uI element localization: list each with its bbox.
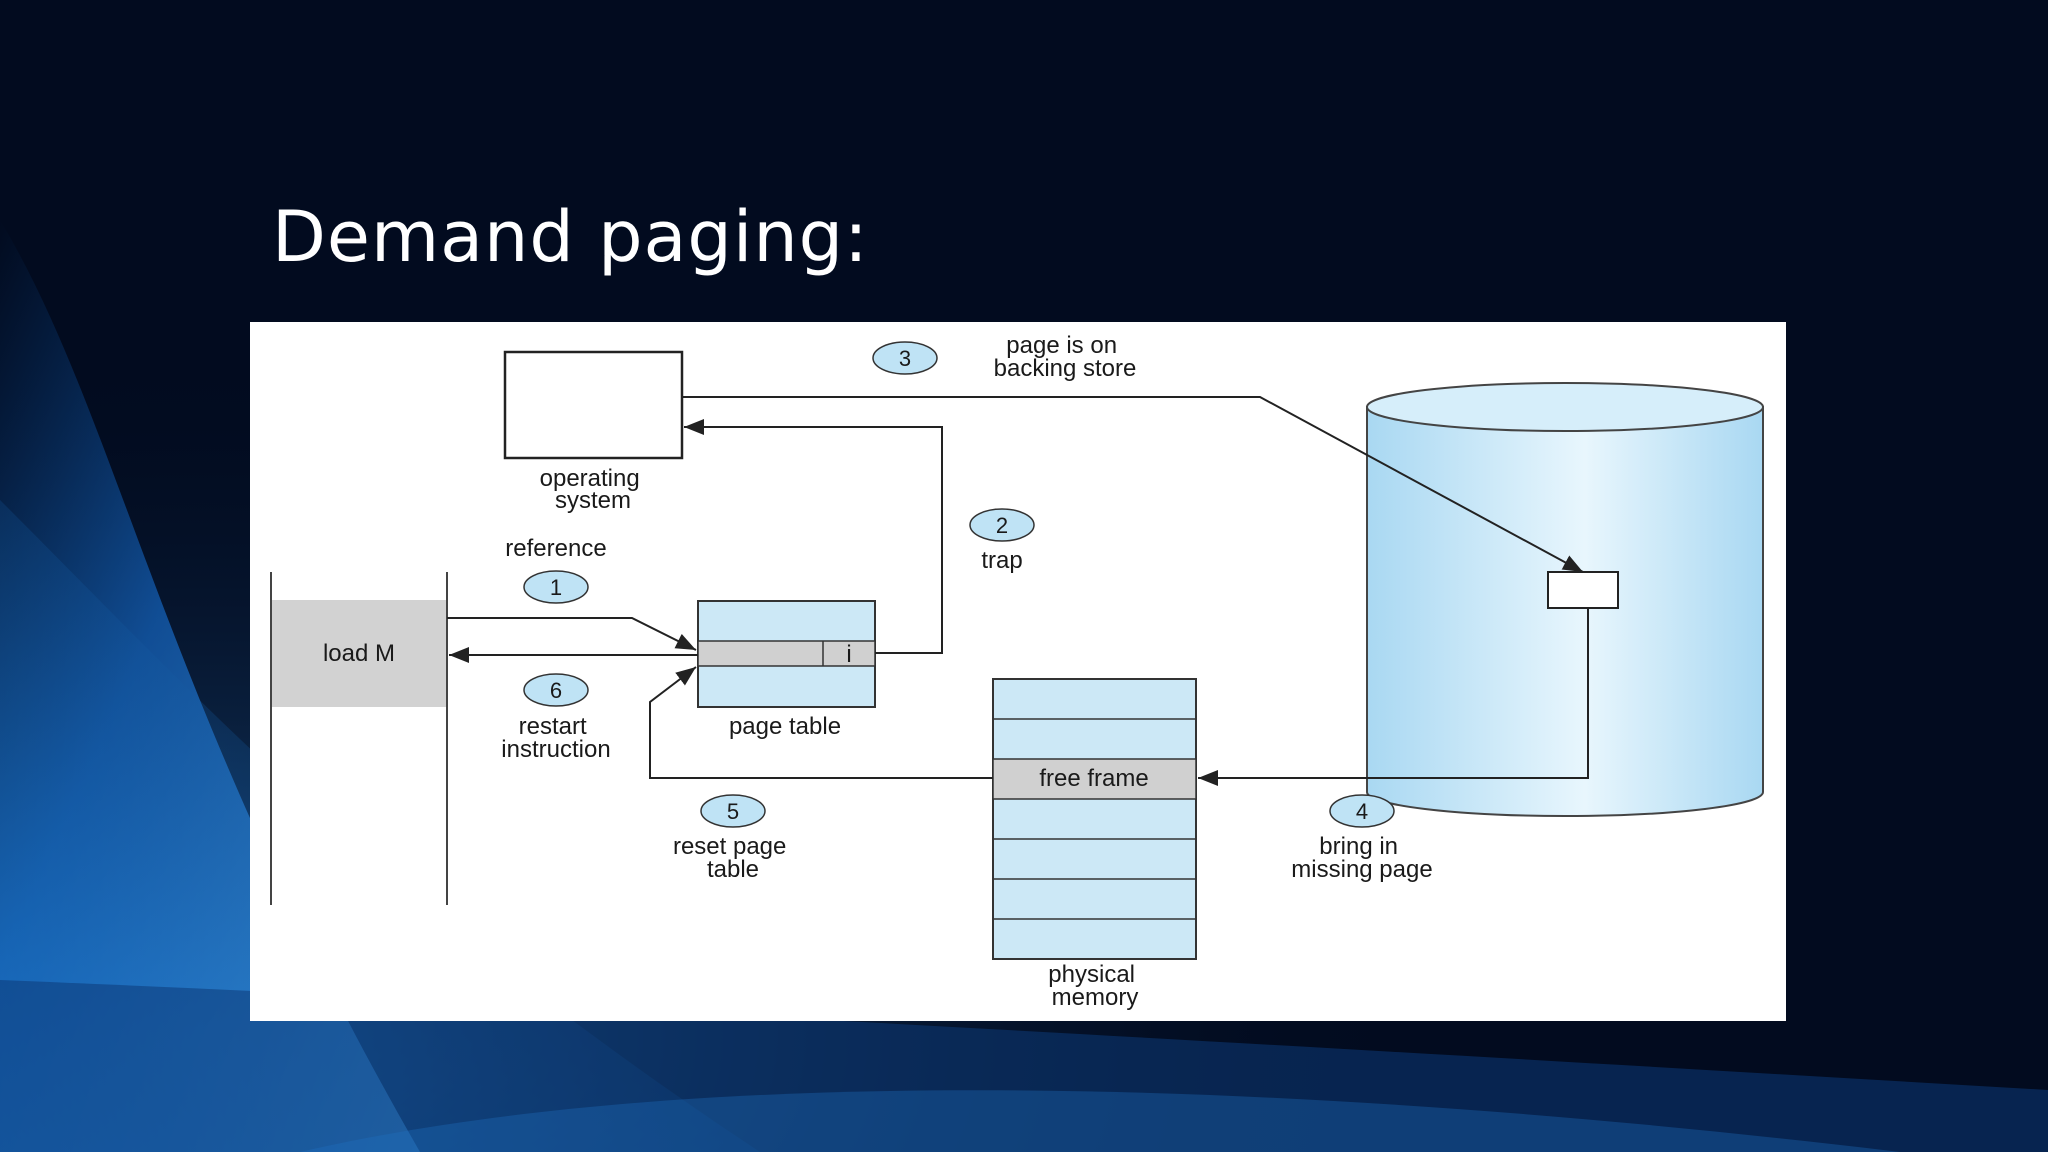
svg-text:1: 1 <box>550 575 562 600</box>
backing-store-disk <box>1366 382 1764 817</box>
load-instruction-box <box>272 600 446 707</box>
svg-text:2: 2 <box>996 513 1008 538</box>
step-6-badge: 6 <box>523 673 589 707</box>
svg-text:4: 4 <box>1356 799 1368 824</box>
step-5-badge: 5 <box>700 794 766 828</box>
step-5-label: reset page table <box>673 833 793 883</box>
os-label-line-1: operating <box>540 465 640 492</box>
step-1-badge: 1 <box>523 570 589 604</box>
step-2-label: trap <box>981 547 1022 574</box>
page-on-backing-store-arrow <box>682 396 1584 573</box>
svg-text:3: 3 <box>899 346 911 371</box>
operating-system-box <box>503 350 684 460</box>
step-2-badge: 2 <box>969 508 1035 542</box>
step-3-label: page is on backing store <box>994 332 1137 382</box>
os-label-line-2: system <box>555 487 631 514</box>
step-4-label: bring in missing page <box>1291 833 1432 883</box>
operating-system-label: operating system <box>540 465 647 514</box>
demand-paging-diagram: operating system load M reference i page… <box>250 322 1786 1021</box>
reference-label: reference <box>505 535 606 562</box>
invalid-bit: i <box>846 641 851 668</box>
disk-page-block <box>1547 571 1619 609</box>
reference-arrow <box>447 617 697 651</box>
page-table-entry <box>697 640 876 667</box>
free-frame-label: free frame <box>1039 765 1148 792</box>
physical-memory <box>992 678 1197 960</box>
trap-arrow <box>684 419 943 654</box>
reset-page-table-arrow <box>649 666 993 779</box>
physical-memory-label: physical memory <box>1048 961 1141 1011</box>
physical-memory-line-1: physical <box>1048 961 1135 988</box>
bring-in-page-arrow <box>1198 608 1589 786</box>
page-table-label: page table <box>729 713 841 740</box>
step-3-badge: 3 <box>872 341 938 375</box>
step-4-badge: 4 <box>1329 794 1395 828</box>
svg-text:5: 5 <box>727 799 739 824</box>
step-6-label: restart instruction <box>501 713 610 763</box>
svg-text:6: 6 <box>550 678 562 703</box>
physical-memory-line-2: memory <box>1052 984 1139 1011</box>
slide-title: Demand paging: <box>272 196 869 278</box>
load-instruction-label: load M <box>323 640 395 667</box>
free-frame <box>992 758 1197 800</box>
